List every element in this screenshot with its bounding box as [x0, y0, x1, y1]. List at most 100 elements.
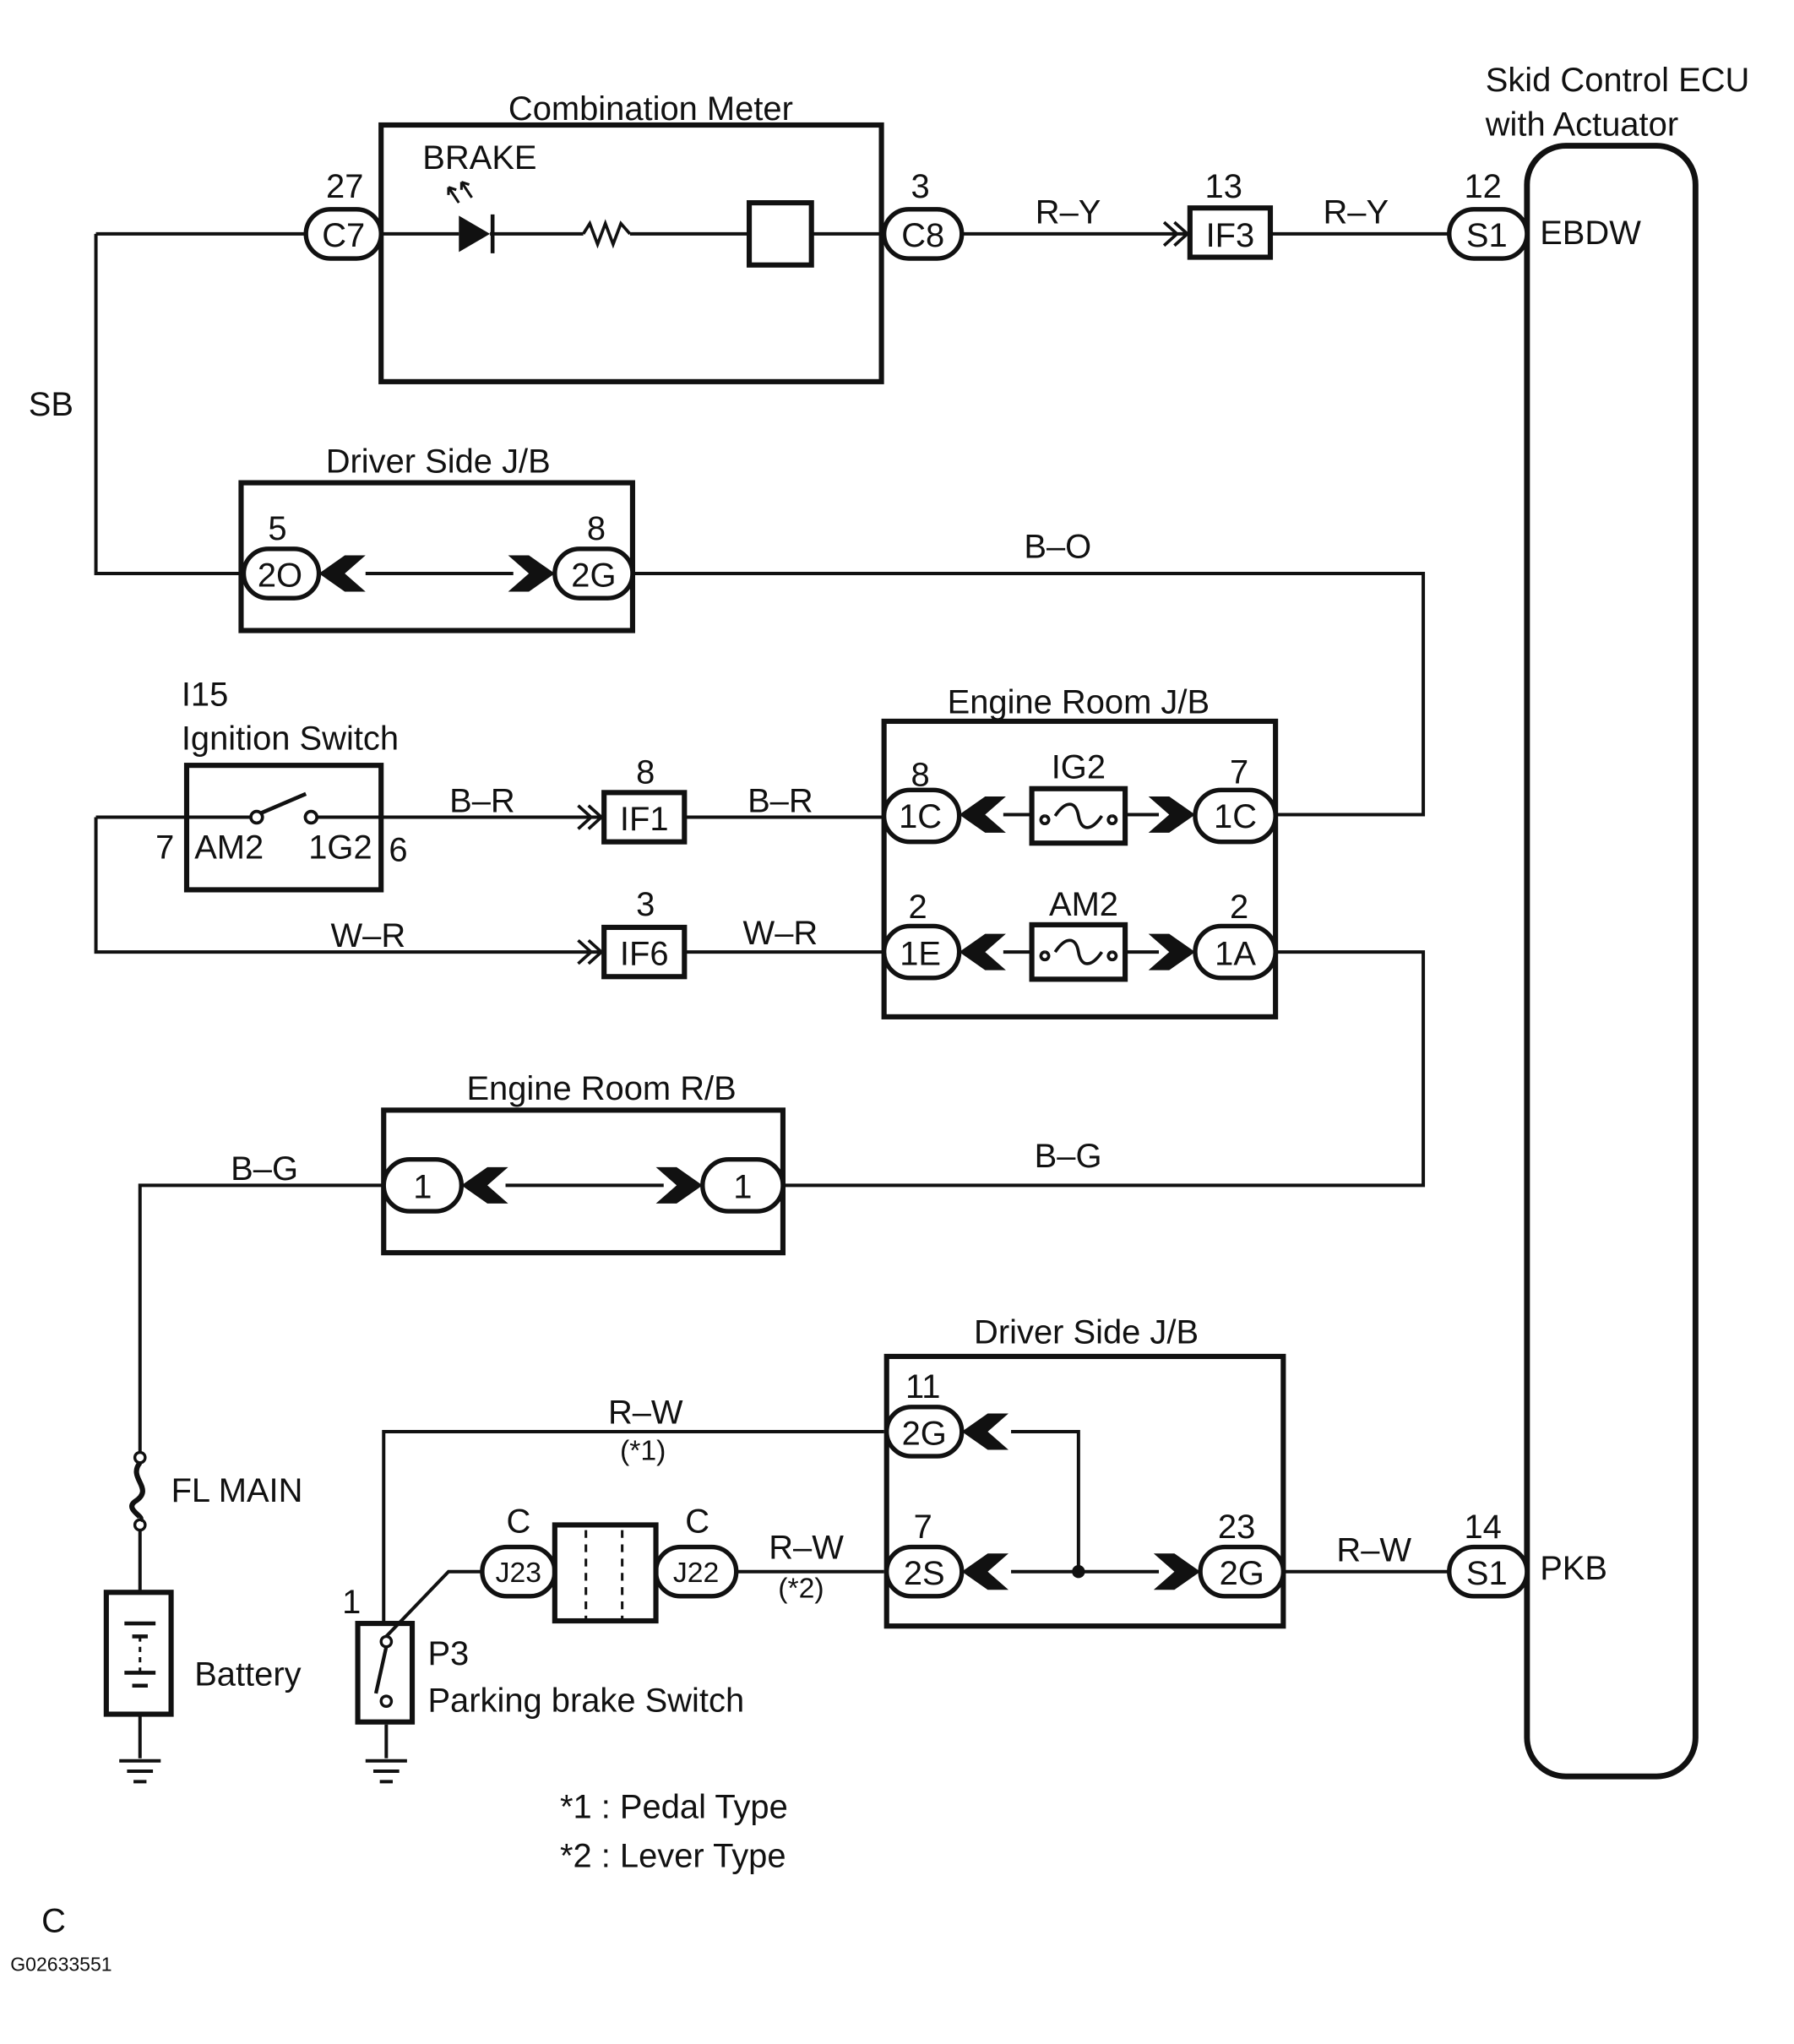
parking-brake-title: Parking brake Switch [427, 1682, 744, 1719]
driver-side-jb-top-title: Driver Side J/B [326, 443, 551, 480]
ignition-pin-left: 7 [155, 829, 174, 867]
ignition-1g2-terminal: 1G2 [308, 829, 372, 867]
note-pedal-type: *1 : Pedal Type [560, 1788, 788, 1825]
connector-rb-1-left-label: 1 [413, 1169, 432, 1206]
arrow-left-icon [959, 796, 1006, 833]
arrow-right-icon [655, 1166, 703, 1204]
connector-if3-pin: 13 [1205, 168, 1242, 205]
connector-1c-right-label: 1C [1214, 798, 1257, 835]
ecu-terminal-pkb: PKB [1540, 1550, 1607, 1587]
connector-1a-pin: 2 [1230, 889, 1248, 926]
wire-rw-lever-note: (*2) [778, 1572, 824, 1604]
connector-1a-label: 1A [1215, 935, 1256, 972]
arrow-left-icon [961, 1413, 1008, 1450]
engine-room-rb-title: Engine Room R/B [466, 1070, 736, 1107]
arrow-left-icon [961, 1553, 1008, 1590]
arrow-right-icon [1148, 933, 1195, 970]
connector-rb-1-right [700, 1156, 786, 1214]
skid-control-ecu-box [1524, 143, 1699, 1780]
connector-j22-label: J22 [673, 1557, 719, 1589]
engine-room-jb-title: Engine Room J/B [948, 684, 1210, 721]
engine-room-jb-box [881, 718, 1279, 1019]
battery-symbol [103, 1590, 174, 1717]
footer-letter: C [41, 1902, 66, 1939]
ignition-switch-contact [249, 791, 319, 825]
connector-if6-pin: 3 [636, 886, 655, 923]
connector-s1-bottom [1447, 1544, 1530, 1599]
combination-meter-box [378, 122, 884, 384]
connector-rb-1-right-label: 1 [733, 1169, 752, 1206]
connector-2o-pin: 5 [268, 510, 286, 547]
connector-c8-pin: 3 [911, 168, 930, 205]
ecu-terminal-ebdw: EBDW [1540, 215, 1641, 252]
wire-ry-2: R–Y [1323, 194, 1389, 231]
connector-1c-left-pin: 8 [911, 757, 930, 794]
wire-rw-ecu: R–W [1336, 1531, 1411, 1568]
wire-rw-pedal: R–W [608, 1394, 683, 1432]
wire-wr-1: W–R [331, 917, 406, 954]
wire-bo: B–O [1024, 529, 1091, 566]
connector-c7-pin: 27 [326, 168, 363, 205]
labels: Combination Meter BRAKE Skid Control ECU… [10, 62, 1749, 1975]
wire-bg-1: B–G [231, 1150, 298, 1188]
driver-side-jb-bottom-title: Driver Side J/B [974, 1314, 1199, 1351]
footer-code: G02633551 [10, 1953, 111, 1975]
connector-1e-label: 1E [900, 935, 941, 972]
ignition-switch-title: Ignition Switch [182, 720, 399, 758]
connector-2s-pin: 7 [914, 1509, 932, 1546]
connector-s1-bottom-label: S1 [1466, 1555, 1508, 1592]
fl-main-fusible-link [129, 1450, 147, 1532]
connector-c8-label: C8 [901, 217, 944, 254]
battery-label: Battery [194, 1656, 301, 1693]
wire-ry-1: R–Y [1036, 194, 1101, 231]
ignition-switch-box [183, 763, 384, 893]
connector-c7-label: C7 [322, 217, 365, 254]
wires [94, 231, 1449, 1759]
connector-j23-label: J23 [496, 1557, 541, 1589]
ground-icon [119, 1759, 161, 1784]
parking-brake-code: P3 [427, 1635, 469, 1672]
connector-2g-top-pin: 8 [587, 510, 606, 547]
connector-c7 [303, 207, 383, 261]
driver-side-jb-top-box [238, 480, 635, 633]
brake-led-symbol [447, 181, 495, 253]
connector-1c-left-label: 1C [899, 798, 942, 835]
connector-if3 [1187, 205, 1274, 260]
connector-2o-label: 2O [258, 557, 302, 594]
arrow-right-icon [1153, 1553, 1201, 1590]
driver-side-jb-bottom-box [883, 1353, 1286, 1629]
connector-rb-1-left [381, 1156, 465, 1214]
ignition-am2-terminal: AM2 [194, 829, 264, 867]
connector-if1-pin: 8 [636, 754, 655, 791]
fl-main-label: FL MAIN [171, 1472, 303, 1509]
wire-br-1: B–R [449, 782, 515, 819]
connector-s1-bottom-pin: 14 [1464, 1509, 1501, 1546]
connector-if1 [601, 790, 688, 845]
gauge-element [746, 200, 814, 268]
connector-1a [1193, 923, 1278, 981]
connector-1c-right [1193, 787, 1278, 845]
arrow-left-icon [461, 1166, 508, 1204]
connector-if6 [601, 924, 688, 980]
wire-rw-pedal-note: (*1) [620, 1435, 666, 1467]
connector-if3-label: IF3 [1206, 217, 1255, 254]
fuse-am2-label: AM2 [1049, 886, 1118, 923]
connector-2g-11-pin: 11 [905, 1368, 940, 1405]
fuse-am2 [1029, 921, 1128, 982]
connector-2g-top-label: 2G [571, 557, 616, 594]
connector-1c-right-pin: 7 [1230, 754, 1248, 791]
connector-1c-left [881, 787, 962, 845]
wire-rw-lever: R–W [769, 1529, 844, 1566]
connector-if6-label: IF6 [620, 935, 669, 972]
junction-connector-block [552, 1522, 659, 1624]
wire-br-2: B–R [748, 782, 813, 819]
fuse-ig2 [1029, 786, 1128, 846]
connector-j23-tag: C [506, 1503, 530, 1541]
parking-brake-pin: 1 [342, 1584, 361, 1621]
parking-brake-switch-symbol [355, 1621, 416, 1725]
connector-2g-11-label: 2G [902, 1415, 947, 1452]
splice-point [1072, 1565, 1085, 1579]
skid-ecu-title-line2: with Actuator [1485, 106, 1678, 143]
arrow-left-icon [318, 555, 366, 592]
